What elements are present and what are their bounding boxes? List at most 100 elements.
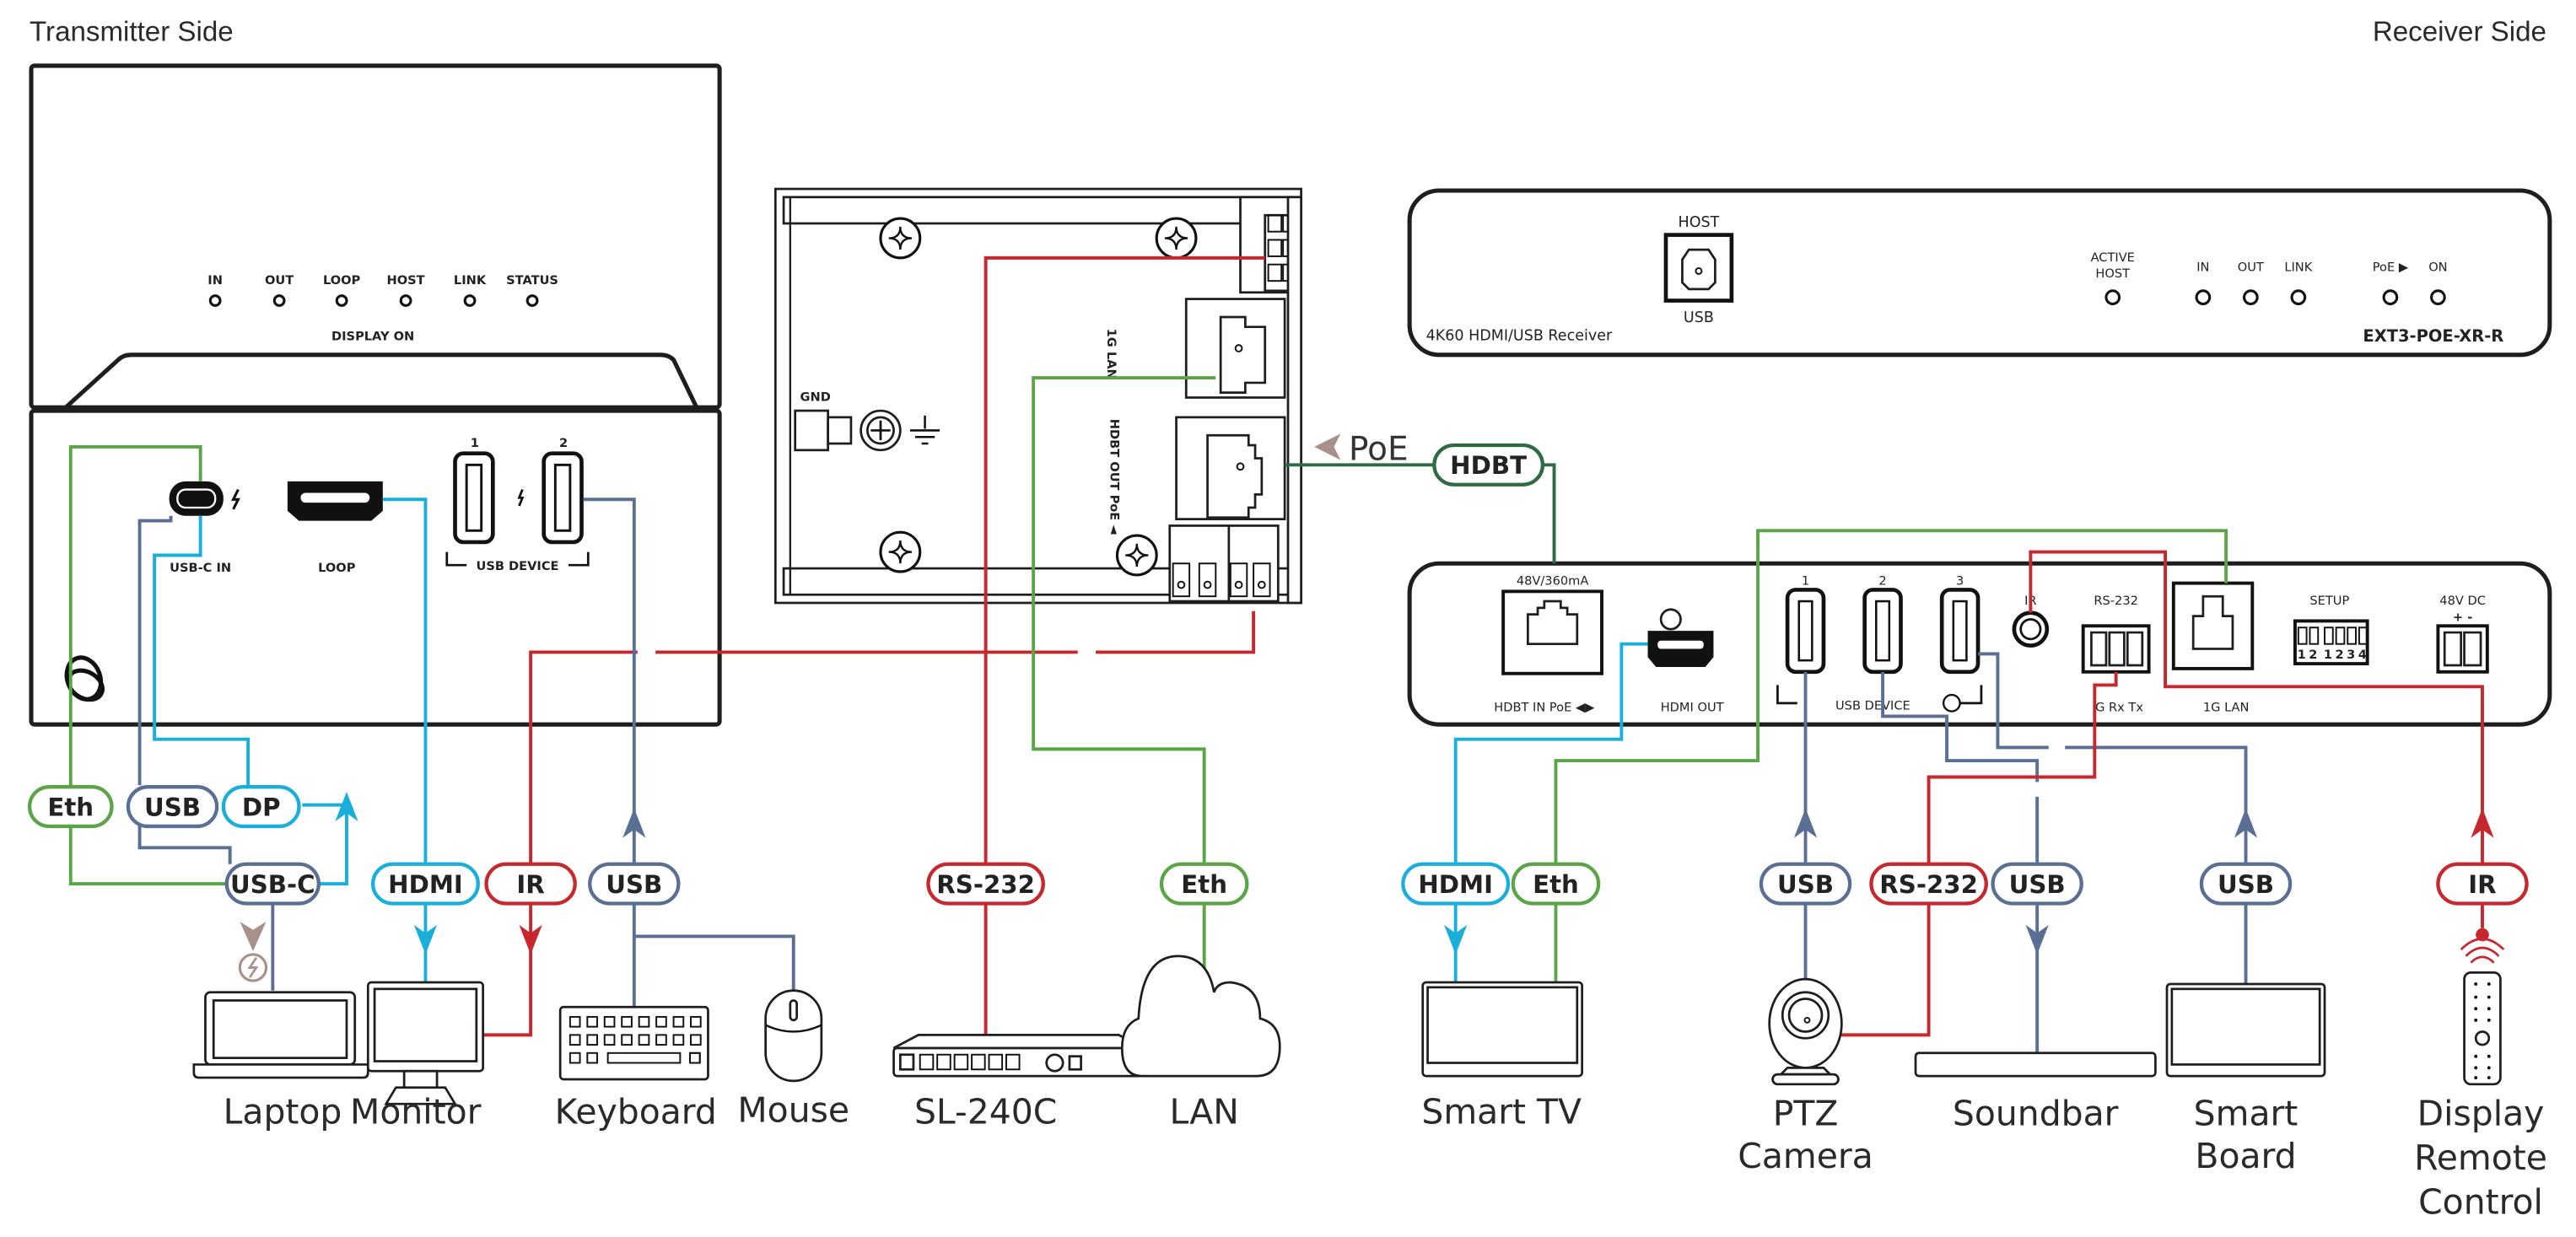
smart-board-icon xyxy=(2165,982,2326,1078)
mouse-label: Mouse xyxy=(737,1090,849,1131)
cable-line xyxy=(482,903,533,1037)
rx-led-label: LINK xyxy=(2284,260,2312,274)
led-indicator xyxy=(335,294,348,307)
poe-arrow-icon xyxy=(1314,433,1341,460)
setup-label: SETUP xyxy=(2309,594,2349,608)
cable-line xyxy=(153,515,251,786)
tx-led-label: HOST xyxy=(387,273,425,288)
cable-label-tx-usbc: USB-C xyxy=(224,862,321,906)
transmitter-rear-panel: USB-C IN LOOP 1 2 USB DEVICE xyxy=(29,408,722,727)
cable-label-text: USB xyxy=(606,870,662,899)
cable-label-text: HDBT xyxy=(1450,451,1527,480)
smart-tv-label: Smart TV xyxy=(1421,1092,1582,1132)
cable-label-text: USB-C xyxy=(230,870,315,899)
tx-led-label: STATUS xyxy=(506,273,558,288)
cable-label-tx-usb: USB xyxy=(126,785,219,829)
display-label: Display xyxy=(2417,1094,2545,1134)
rx-led-label: IN xyxy=(2196,260,2209,274)
sl240c-label: SL-240C xyxy=(914,1092,1057,1132)
cable-line xyxy=(1840,903,1931,1037)
cable-label-text: DP xyxy=(242,793,281,821)
usbc-in-port xyxy=(169,481,240,516)
cable-label-text: Eth xyxy=(1533,870,1579,899)
usb-device-port-2 xyxy=(542,451,584,545)
soundbar-icon xyxy=(1914,1051,2157,1078)
monitor-icon xyxy=(366,981,484,1105)
cable-label-text: HDMI xyxy=(1418,870,1493,899)
cable-line xyxy=(68,826,230,886)
led-indicator xyxy=(2243,289,2259,305)
power-icon xyxy=(1942,693,1961,713)
cable-label-tx-hdmi: HDMI xyxy=(370,862,480,906)
smart-tv-icon xyxy=(1421,981,1584,1078)
usb-label: USB xyxy=(1684,309,1714,326)
cable-label-rx-usb-sound: USB xyxy=(1991,862,2083,906)
screw-icon xyxy=(879,530,922,573)
cable-label-text: HDMI xyxy=(388,870,463,899)
rs232-pins-label: G Rx Tx xyxy=(2095,701,2143,715)
cable-line xyxy=(984,255,1265,864)
host-led-label: HOST xyxy=(2095,266,2130,281)
cable-line xyxy=(382,497,428,863)
ground-icon xyxy=(910,415,940,445)
led-indicator xyxy=(2195,289,2212,305)
cable-line xyxy=(1544,463,1556,564)
cable-label-text: USB xyxy=(144,793,201,821)
cable-label-text: Eth xyxy=(47,793,94,821)
laptop-label: Laptop xyxy=(224,1092,342,1132)
cable-label-text: USB xyxy=(2009,870,2066,899)
cable-line xyxy=(1927,671,2118,864)
receiver-side-heading: Receiver Side xyxy=(2373,17,2546,48)
cable-label-rx-ir: IR xyxy=(2436,862,2529,906)
power-label: 48V DC xyxy=(2439,594,2486,608)
rx-led-label: OUT xyxy=(2238,260,2264,274)
gnd-label: GND xyxy=(800,390,831,404)
power-pins-label: + - xyxy=(2453,610,2472,624)
cable-label-text: RS-232 xyxy=(1879,870,1978,899)
receiver-front-panel: HOST USB 4K60 HDMI/USB Receiver EXT3-POE… xyxy=(1407,188,2552,358)
ir-signal-icon xyxy=(2460,938,2505,964)
arrow-icon xyxy=(2025,924,2049,955)
rx-usb-port xyxy=(1939,588,1981,675)
cable-label-text: Eth xyxy=(1181,870,1227,899)
cable-label-tx-eth: Eth xyxy=(27,785,114,829)
cable-label-mid-rs232: RS-232 xyxy=(926,862,1045,906)
arrow-icon xyxy=(1444,924,1468,955)
rx-usb-port-number: 2 xyxy=(1878,574,1886,589)
cable-label-text: IR xyxy=(516,870,544,899)
cable-line xyxy=(137,515,173,786)
wallplate-lan-label: 1G LAN xyxy=(1104,329,1118,379)
led-indicator xyxy=(463,294,477,307)
camera-label: Camera xyxy=(1738,1136,1873,1176)
led-indicator xyxy=(525,294,539,307)
led-indicator xyxy=(2290,289,2307,305)
poe-led-label: PoE ▶ xyxy=(2373,260,2409,274)
cable-line xyxy=(68,444,202,789)
usb-device-port-1 xyxy=(453,451,495,545)
arrow-icon xyxy=(2234,808,2258,838)
charging-icon xyxy=(238,953,268,982)
display-on-label: DISPLAY ON xyxy=(331,329,414,343)
keyboard-icon xyxy=(558,1005,709,1081)
smart-label: Smart xyxy=(2194,1094,2298,1134)
mouse-icon xyxy=(764,989,823,1083)
svg-text:3: 3 xyxy=(2347,648,2355,662)
arrow-icon xyxy=(335,792,358,822)
rx-usb-port-number: 3 xyxy=(1956,574,1964,589)
rx-rs232-label: RS-232 xyxy=(2094,594,2138,608)
on-led-label: ON xyxy=(2428,260,2447,274)
cables xyxy=(68,255,2494,1062)
ptz-camera-icon xyxy=(1768,977,1843,1086)
cable-line xyxy=(583,497,636,864)
host-label: HOST xyxy=(1679,214,1720,231)
svg-text:1: 1 xyxy=(2298,648,2306,662)
cable-label-text: USB xyxy=(2218,870,2274,899)
loop-label: LOOP xyxy=(318,561,356,575)
rx-usb-device-label: USB DEVICE xyxy=(1835,699,1910,713)
poe-label: PoE xyxy=(1349,430,1409,468)
cable-line xyxy=(1881,671,2040,783)
power-bolt-icon xyxy=(231,488,240,510)
tx-led-label: LOOP xyxy=(323,273,361,288)
hdbt-power-label: 48V/360mA xyxy=(1517,574,1589,589)
